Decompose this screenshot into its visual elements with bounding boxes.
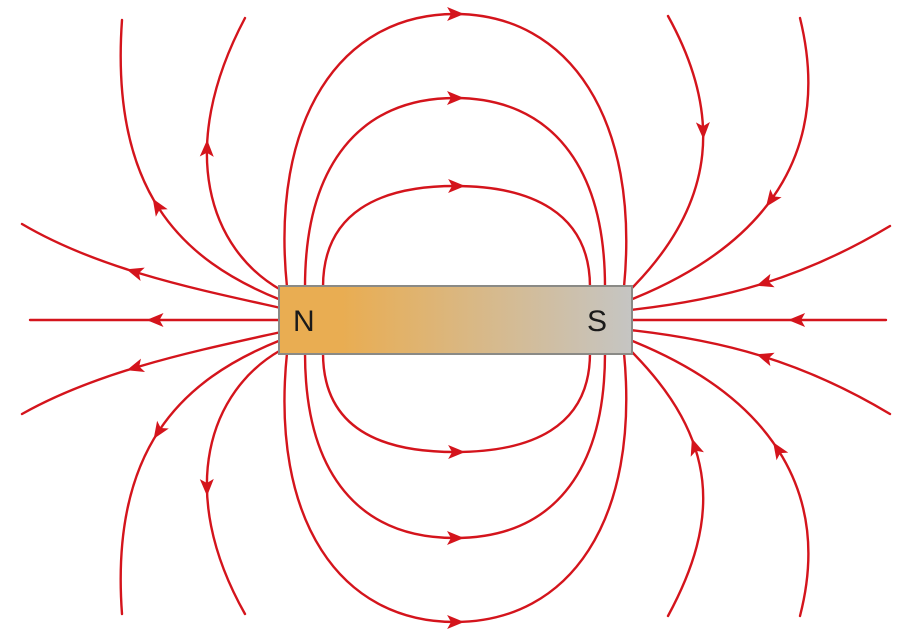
arrowhead-left-upper-2 — [152, 198, 168, 217]
field-line-loop-bottom-2 — [303, 351, 607, 540]
arrowhead-right-lower-1 — [690, 438, 704, 457]
arrowhead-left-lower-3 — [126, 358, 146, 373]
field-line-right-upper-2 — [628, 16, 810, 302]
field-line-loop-top-1 — [321, 184, 592, 289]
field-direction-arrows — [126, 6, 806, 630]
arrowhead-loop-top-3 — [447, 6, 465, 21]
arrowhead-loop-bottom-1 — [448, 445, 466, 460]
arrowhead-right-upper-3 — [756, 273, 775, 288]
magnet-body — [278, 285, 633, 355]
arrowhead-left-lower-1 — [199, 478, 214, 497]
arrowhead-loop-top-1 — [448, 178, 466, 193]
arrowhead-left-middle — [146, 313, 164, 327]
field-line-left-lower-1 — [205, 348, 283, 616]
arrowhead-loop-bottom-2 — [446, 531, 465, 546]
field-line-left-upper-3 — [20, 222, 283, 310]
arrowhead-right-upper-1 — [695, 122, 710, 140]
arrowhead-left-lower-2 — [153, 420, 169, 439]
field-line-right-lower-3 — [628, 328, 892, 416]
field-line-loop-bottom-3 — [283, 351, 628, 624]
field-line-right-lower-2 — [628, 338, 810, 618]
arrowhead-left-upper-3 — [126, 267, 145, 281]
arrowhead-right-lower-3 — [756, 352, 775, 367]
arrowhead-right-middle — [788, 313, 806, 327]
north-pole-label: N — [293, 305, 315, 338]
field-line-left-upper-2 — [119, 18, 283, 302]
field-line-left-upper-1 — [205, 16, 283, 292]
arrowhead-left-upper-1 — [199, 139, 214, 157]
arrowhead-loop-top-2 — [446, 90, 464, 105]
field-line-right-lower-1 — [628, 348, 705, 618]
bar-magnet: N S — [278, 285, 633, 355]
field-line-right-upper-1 — [628, 14, 705, 292]
field-line-left-lower-3 — [20, 330, 283, 416]
arrowhead-loop-bottom-3 — [447, 615, 465, 630]
field-line-loop-top-2 — [303, 96, 607, 289]
arrowhead-right-lower-2 — [773, 442, 789, 461]
field-line-loop-top-3 — [283, 12, 628, 289]
field-line-right-upper-3 — [628, 224, 892, 312]
field-line-left-lower-2 — [119, 338, 283, 616]
field-line-loop-bottom-1 — [321, 351, 592, 454]
south-pole-label: S — [587, 305, 607, 338]
arrowhead-right-upper-2 — [765, 189, 782, 207]
